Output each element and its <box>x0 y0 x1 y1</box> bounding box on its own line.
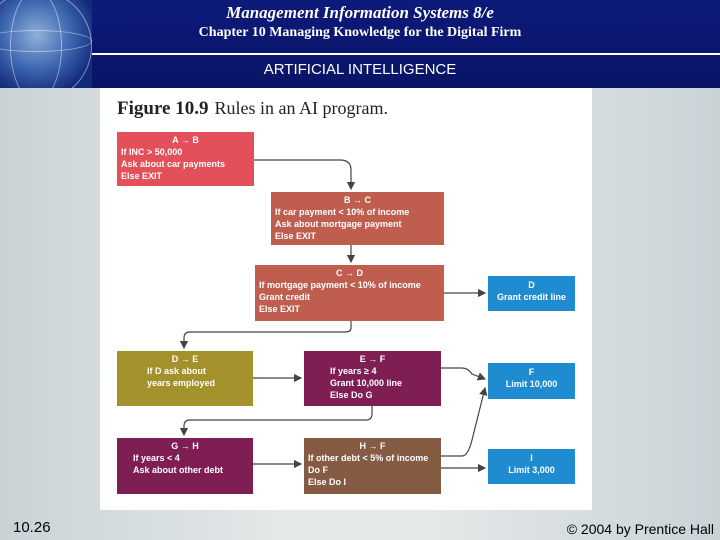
rule-head: H → F <box>359 441 386 451</box>
rule-box-f: F Limit 10,000 <box>488 363 575 399</box>
rule-box-d-e: D → E If D ask about years employed <box>117 351 253 406</box>
copyright-notice: © 2004 by Prentice Hall <box>566 521 714 537</box>
slide-title: Management Information Systems 8/e <box>226 3 494 22</box>
rule-head: G → H <box>171 441 199 451</box>
arrow-a-to-b <box>254 159 356 191</box>
rule-line: If years ≥ 4 <box>330 366 377 376</box>
section-title: ARTIFICIAL INTELLIGENCE <box>263 61 457 78</box>
slide-header: Management Information Systems 8/e Chapt… <box>0 0 720 88</box>
rule-line: Ask about other debt <box>133 465 224 475</box>
rule-line: If D ask about <box>147 366 207 376</box>
rule-head: F <box>528 367 535 377</box>
rule-line: Else Do G <box>330 390 373 400</box>
rule-line: Limit 3,000 <box>508 465 555 475</box>
rule-head: E → F <box>359 354 386 364</box>
arrow-ef-to-f <box>441 367 487 381</box>
rule-line: If other debt < 5% of income <box>308 453 429 463</box>
rule-line: Do F <box>308 465 328 475</box>
rule-box-d: D Grant credit line <box>488 276 575 311</box>
rule-box-c-d: C → D If mortgage payment < 10% of incom… <box>255 265 444 321</box>
slide-number: 10.26 <box>13 519 51 536</box>
rule-head: A → B <box>172 135 199 145</box>
rule-line: years employed <box>147 378 216 388</box>
rule-box-a-b: A → B If INC > 50,000 Ask about car paym… <box>117 132 254 186</box>
rule-box-g-h: G → H If years < 4 Ask about other debt <box>117 438 253 494</box>
rule-head: D → E <box>171 354 199 364</box>
arrow-c-to-de <box>179 321 352 350</box>
arrow-ef-to-gh <box>179 406 373 437</box>
rule-line: Ask about car payments <box>121 159 226 169</box>
arrow-hf-to-f <box>441 386 488 457</box>
rule-line: If INC > 50,000 <box>121 147 183 157</box>
rule-box-h-f: H → F If other debt < 5% of income Do F … <box>304 438 441 494</box>
rule-line: Ask about mortgage payment <box>275 219 402 229</box>
rule-line: If mortgage payment < 10% of income <box>259 280 421 290</box>
rule-box-e-f: E → F If years ≥ 4 Grant 10,000 line Els… <box>304 351 441 406</box>
rule-head: C → D <box>336 268 363 278</box>
rule-line: Else EXIT <box>275 231 317 241</box>
rule-head: I <box>530 453 533 463</box>
rule-line: Else EXIT <box>259 304 301 314</box>
rule-line: Else EXIT <box>121 171 163 181</box>
rule-head: D <box>528 280 535 290</box>
rule-line: Limit 10,000 <box>505 379 558 389</box>
rule-line: Grant credit <box>259 292 311 302</box>
globe-icon <box>0 0 92 88</box>
rule-line: If car payment < 10% of income <box>275 207 410 217</box>
figure-label: Figure 10.9 <box>117 98 209 119</box>
rule-line: Else Do I <box>308 477 347 487</box>
rule-line: If years < 4 <box>133 453 180 463</box>
rule-box-b-c: B → C If car payment < 10% of income Ask… <box>271 192 444 245</box>
flow-arrows <box>179 159 488 473</box>
figure-caption: Rules in an AI program. <box>214 98 388 118</box>
rule-line: Grant 10,000 line <box>330 378 403 388</box>
rule-box-i: I Limit 3,000 <box>488 449 575 484</box>
header-divider <box>92 53 720 55</box>
rule-line: Grant credit line <box>496 292 567 302</box>
rule-head: B → C <box>344 195 371 205</box>
chapter-subtitle: Chapter 10 Managing Knowledge for the Di… <box>198 25 522 40</box>
